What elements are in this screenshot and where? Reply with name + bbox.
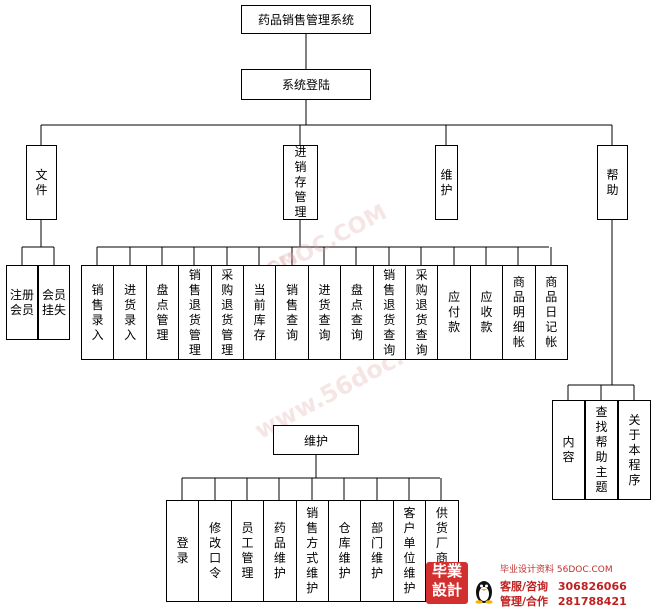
file-item: 会员挂失: [38, 265, 70, 340]
inventory-item-text: 销售退货管理: [188, 267, 201, 357]
promo-manage-label: 管理/合作: [500, 595, 549, 608]
menu-inventory-text: 进销存管理: [294, 145, 307, 219]
inventory-item-text: 盘点管理: [156, 282, 169, 342]
promo-logo-line1: 毕業: [431, 562, 462, 580]
penguin-icon: [475, 581, 493, 604]
help-item-text: 内容: [562, 435, 575, 464]
inventory-item: 应付款: [437, 265, 471, 360]
login-text: 系统登陆: [281, 78, 330, 92]
maintain2-item: 修改口令: [198, 500, 232, 602]
maintain2-title-text: 维护: [303, 433, 328, 448]
inventory-item: 商品明细帐: [502, 265, 536, 360]
maintain2-item-text: 药品维护: [273, 521, 286, 580]
inventory-item-text: 销售录入: [91, 282, 104, 342]
menu-file-text: 文件: [35, 167, 48, 197]
maintain2-item: 销售方式维护: [295, 500, 329, 602]
inventory-item: 进货查询: [307, 265, 342, 360]
menu-maintain-box: 维护: [435, 145, 458, 220]
help-item-text: 关于本程序: [628, 412, 641, 487]
inventory-item-text: 应付款: [448, 290, 461, 334]
maintain2-item-text: 登录: [176, 536, 189, 565]
menu-help-text: 帮助: [606, 167, 619, 197]
inventory-item-text: 采购退货查询: [415, 267, 428, 357]
inventory-item: 商品日记帐: [534, 265, 568, 360]
inventory-item: 采购退货查询: [405, 265, 439, 360]
maintain2-item-text: 修改口令: [209, 521, 222, 580]
login-box: 系统登陆: [241, 69, 371, 100]
inventory-item-text: 商品明细帐: [512, 275, 525, 349]
inventory-item: 销售退货管理: [178, 265, 212, 360]
inventory-item: 销售查询: [275, 265, 309, 360]
inventory-item: 应收款: [469, 265, 504, 360]
promo-logo-line2: 設計: [431, 581, 462, 599]
menu-file-box: 文件: [26, 145, 57, 220]
menu-maintain-text: 维护: [440, 167, 453, 197]
help-item: 关于本程序: [618, 400, 651, 500]
menu-inventory-box: 进销存管理: [283, 145, 318, 220]
file-item-text: 注册会员: [9, 287, 34, 317]
inventory-item: 销售退货查询: [372, 265, 406, 360]
inventory-item-text: 商品日记帐: [545, 275, 558, 349]
promo-logo: 毕業 設計: [426, 562, 468, 604]
promo-service-label: 客服/咨询: [500, 580, 549, 593]
maintain2-item: 药品维护: [263, 500, 297, 602]
inventory-item: 当前库存: [243, 265, 277, 360]
maintain2-item-text: 客户单位维护: [403, 506, 416, 595]
maintain2-item: 部门维护: [360, 500, 394, 602]
maintain2-item-text: 仓库维护: [338, 521, 351, 580]
maintain2-title-box: 维护: [273, 425, 359, 455]
promo-service-row: 客服/咨询 306826066: [500, 578, 627, 594]
menu-help-box: 帮助: [597, 145, 628, 220]
file-item-text: 会员挂失: [41, 287, 66, 317]
inventory-item-text: 销售退货查询: [383, 267, 396, 357]
maintain2-item-text: 销售方式维护: [306, 506, 319, 595]
inventory-item-text: 盘点查询: [350, 282, 363, 342]
inventory-item-text: 进货录入: [124, 282, 137, 342]
maintain2-item-text: 员工管理: [241, 521, 254, 580]
inventory-item: 进货录入: [113, 265, 147, 360]
maintain2-item: 员工管理: [230, 500, 265, 602]
help-item: 查找帮助主题: [585, 400, 618, 500]
maintain2-item-text: 部门维护: [371, 521, 384, 580]
maintain2-item: 登录: [166, 500, 200, 602]
title-text: 药品销售管理系统: [257, 13, 354, 27]
maintain2-item: 仓库维护: [328, 500, 362, 602]
inventory-item-text: 进货查询: [318, 282, 331, 342]
promo-manage-row: 管理/合作 281788421: [500, 593, 627, 609]
inventory-item-text: 采购退货管理: [221, 267, 234, 357]
inventory-item-text: 应收款: [480, 290, 493, 334]
inventory-item: 盘点查询: [340, 265, 374, 360]
help-item: 内容: [552, 400, 585, 500]
promo-tagline: 毕业设计资料 56DOC.COM: [500, 565, 613, 575]
promo-service-number: 306826066: [557, 580, 627, 593]
inventory-item: 盘点管理: [145, 265, 180, 360]
title-box: 药品销售管理系统: [241, 5, 371, 34]
inventory-item: 销售录入: [81, 265, 115, 360]
promo-badge: 毕業 設計 毕业设计资料 56DOC.COM 客服/咨询 306826066 管…: [420, 560, 660, 608]
file-item: 注册会员: [6, 265, 38, 340]
inventory-item-text: 当前库存: [253, 282, 266, 342]
inventory-item: 采购退货管理: [210, 265, 244, 360]
inventory-item-text: 销售查询: [286, 282, 299, 342]
help-item-text: 查找帮助主题: [595, 405, 608, 494]
promo-manage-number: 281788421: [557, 595, 627, 608]
